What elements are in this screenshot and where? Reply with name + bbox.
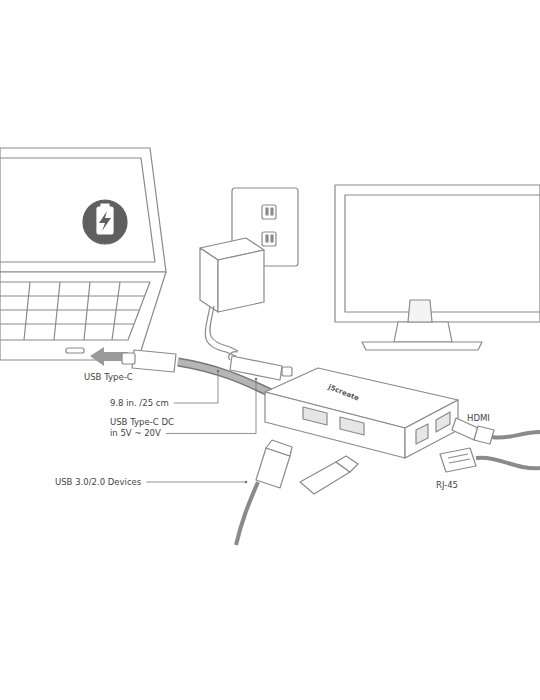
hub	[265, 368, 458, 458]
leader-line	[146, 482, 246, 483]
hdmi-cable	[452, 418, 540, 444]
leader-dot	[217, 370, 220, 373]
rj45-cable	[440, 448, 540, 472]
leader-line	[174, 371, 218, 403]
dc-usb-c-plug	[229, 352, 292, 380]
port-label: USB Type-C DC in 5V ~ 20V	[110, 417, 180, 440]
leader-dot	[255, 378, 258, 381]
leader-line	[166, 379, 256, 433]
port-label: HDMI	[467, 413, 490, 424]
power-adapter	[200, 238, 264, 356]
monitor	[335, 185, 540, 350]
laptop	[0, 148, 166, 360]
dimension-label: 9.8 in. /25 cm	[110, 398, 169, 409]
leader-dot	[245, 481, 248, 484]
port-label: USB Type-C	[84, 372, 133, 383]
usb-devices	[236, 440, 358, 545]
port-label: USB 3.0/2.0 Devices	[55, 477, 141, 488]
port-label: RJ-45	[436, 480, 458, 491]
battery-icon	[83, 200, 127, 244]
brand-logo: j5create	[326, 383, 360, 404]
